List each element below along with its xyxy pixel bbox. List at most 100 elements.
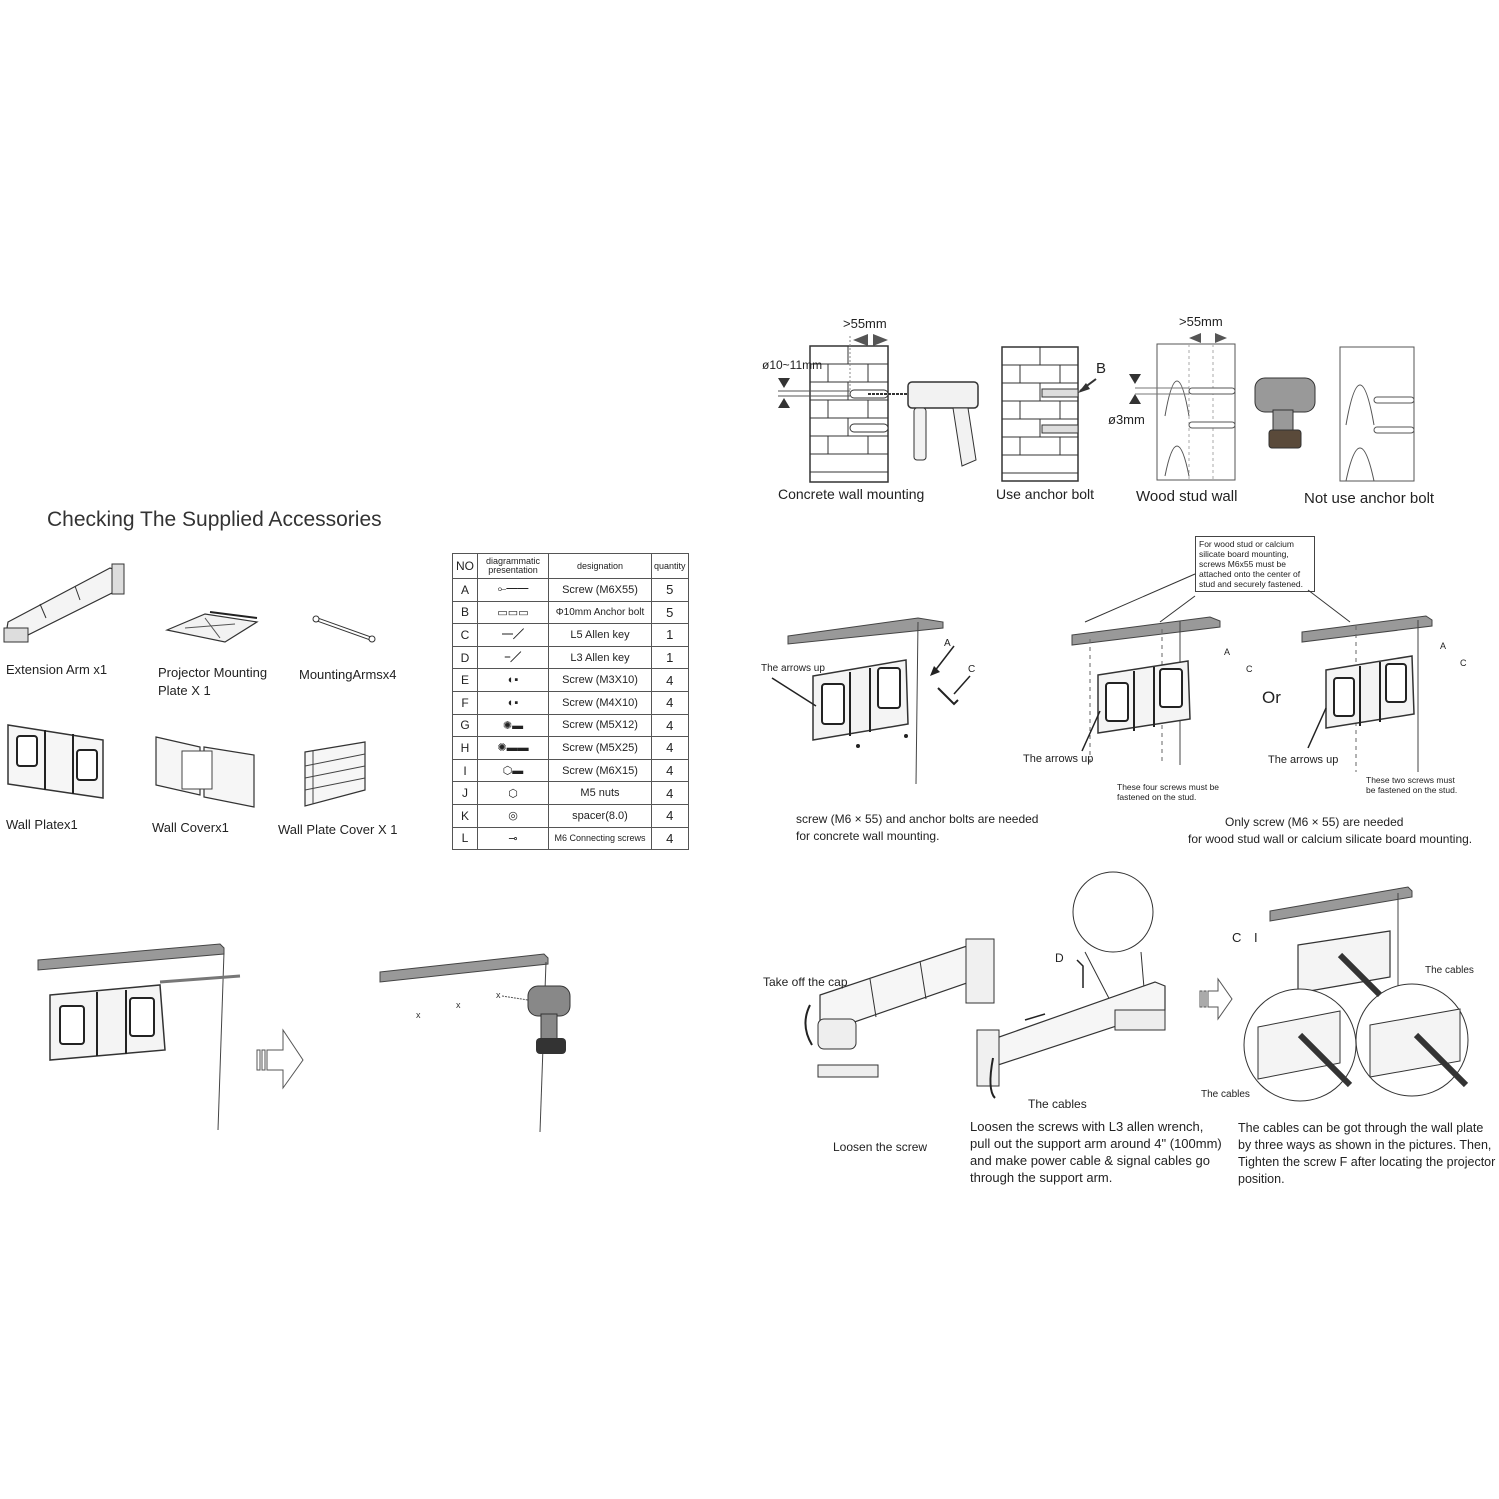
loosen-screw-label: Loosen the screw	[833, 1140, 928, 1154]
part-designation: M5 nuts	[548, 781, 652, 805]
part-designation: Screw (M5X25)	[548, 736, 652, 760]
caption-wood-stud: Wood stud wall	[1136, 488, 1238, 505]
mounting-plate-icon	[164, 611, 259, 643]
drill-marking-diagram: xxx	[379, 953, 571, 1133]
accessory-label-mounting-plate-2: Plate X 1	[158, 683, 211, 698]
part-quantity: 1	[651, 623, 689, 647]
stud-mounting-callout: For wood stud or calcium silicate board …	[1195, 536, 1315, 592]
arm-instructions: Loosen the screws with L3 allen wrench, …	[970, 1118, 1222, 1186]
take-off-cap-label: Take off the cap	[763, 975, 848, 989]
table-row: G✺▬Screw (M5X12)4	[452, 713, 689, 738]
part-quantity: 4	[651, 758, 689, 783]
wall-plate-cable-diagram	[1243, 886, 1469, 1102]
accessory-label-extension-arm: Extension Arm x1	[6, 662, 108, 677]
part-no: G	[452, 713, 478, 738]
hex-screw-icon: ⬡▬	[502, 765, 524, 778]
label-a-3: A	[1440, 641, 1447, 651]
callout-leader-lines	[1084, 573, 1351, 623]
label-c-final: C	[1232, 930, 1242, 945]
wood-note-2: for wood stud wall or calcium silicate b…	[1188, 832, 1473, 846]
part-designation: Screw (M3X10)	[548, 668, 652, 692]
header-quantity: quantity	[651, 553, 689, 579]
accessory-label-mounting-arms: MountingArmsx4	[299, 667, 397, 682]
accessory-label-wall-plate: Wall Platex1	[6, 817, 78, 832]
caption-anchor-bolt: Use anchor bolt	[996, 486, 1095, 502]
final-instruction-line: position.	[1238, 1172, 1285, 1186]
final-instruction-line: Tighten the screw F after locating the p…	[1238, 1155, 1496, 1169]
accessory-label-wall-plate-cover: Wall Plate Cover X 1	[278, 822, 398, 837]
part-quantity: 4	[651, 690, 689, 715]
final-instructions: The cables can be got through the wall p…	[1238, 1120, 1495, 1188]
table-row: H✺▬▬Screw (M5X25)4	[452, 736, 689, 760]
wall-plate-icon	[7, 724, 104, 799]
table-row: K ◎ spacer(8.0)4	[452, 803, 689, 828]
dimension-label-10-11mm: ø10~11mm	[762, 358, 823, 372]
wall-plate-cover-icon	[304, 741, 366, 807]
final-instruction-line: The cables can be got through the wall p…	[1238, 1121, 1484, 1135]
arm-instruction-line: pull out the support arm around 4" (100m…	[970, 1136, 1222, 1151]
part-no: K	[452, 803, 478, 828]
part-quantity: 5	[651, 578, 689, 602]
label-a-2: A	[1224, 647, 1231, 657]
part-designation: Screw (M4X10)	[548, 690, 652, 715]
or-label: Or	[1262, 688, 1281, 707]
table-row: A⟜━━Screw (M6X55)5	[452, 578, 689, 602]
part-quantity: 5	[651, 600, 689, 625]
svg-text:x: x	[416, 1010, 421, 1020]
the-cables-label-right: The cables	[1425, 965, 1474, 976]
mounting-arm-icon	[312, 615, 376, 643]
long-screw-icon: ⟜━━	[497, 583, 529, 596]
arm-instruction-line: and make power cable & signal cables go	[970, 1153, 1210, 1168]
accessory-label-mounting-plate: Projector Mounting	[158, 665, 268, 680]
part-no: F	[452, 690, 478, 715]
arrows-up-label-3: The arrows up	[1268, 754, 1339, 766]
dimension-label-55mm-concrete: >55mm	[843, 316, 887, 331]
wall-plate-template-diagram	[37, 943, 241, 1131]
next-step-arrow-icon-2	[1199, 977, 1233, 1021]
arm-instruction-line: through the support arm.	[970, 1170, 1113, 1185]
label-c-2: C	[1246, 664, 1253, 674]
spacer-icon: ◎	[508, 810, 518, 823]
part-no: D	[452, 645, 478, 670]
four-screws-note: These four screws must be fastened on th…	[1117, 782, 1220, 802]
concrete-note-1: screw (M6 × 55) and anchor bolts are nee…	[796, 812, 1039, 826]
part-designation: spacer(8.0)	[548, 803, 652, 828]
table-header-row: NO diagrammatic presentation designation…	[452, 553, 689, 579]
caption-concrete-wall: Concrete wall mounting	[778, 486, 925, 502]
part-no: B	[452, 600, 478, 625]
anchor-bolt-icon: ▭▭▭	[497, 606, 529, 619]
next-step-arrow-icon	[256, 1028, 304, 1090]
flange-screw-icon: ✺▬	[502, 719, 524, 732]
label-a-1: A	[944, 638, 951, 649]
nut-icon: ⬡	[508, 787, 518, 800]
no-anchor-wall-diagram	[1339, 346, 1415, 482]
label-b: B	[1096, 360, 1107, 377]
accessory-label-wall-cover: Wall Coverx1	[152, 820, 229, 835]
concrete-note-2: for concrete wall mounting.	[796, 829, 940, 843]
part-no: H	[452, 736, 478, 760]
allen-key-small-icon: ⎯╱	[504, 651, 522, 664]
part-designation: Φ10mm Anchor bolt	[548, 600, 652, 625]
part-designation: Screw (M5X12)	[548, 713, 652, 738]
anchor-bolt-wall-diagram	[1001, 346, 1097, 482]
table-row: F◐▪Screw (M4X10)4	[452, 690, 689, 715]
allen-key-icon: ⎯⎯╱	[502, 628, 524, 641]
parts-table: NO diagrammatic presentation designation…	[452, 553, 689, 851]
part-quantity: 4	[651, 826, 689, 851]
part-no: E	[452, 668, 478, 692]
the-cables-label: The cables	[1028, 1097, 1087, 1111]
part-quantity: 4	[651, 803, 689, 828]
page-title: Checking The Supplied Accessories	[47, 508, 382, 531]
arrows-up-label-1: The arrows up	[761, 663, 825, 674]
part-designation: Screw (M6X15)	[548, 758, 652, 783]
part-designation: Screw (M6X55)	[548, 578, 652, 602]
arm-take-off-cap-diagram	[804, 938, 995, 1078]
label-c-3: C	[1460, 658, 1467, 668]
label-c-1: C	[968, 664, 976, 675]
header-diagram: diagrammatic presentation	[477, 553, 549, 579]
